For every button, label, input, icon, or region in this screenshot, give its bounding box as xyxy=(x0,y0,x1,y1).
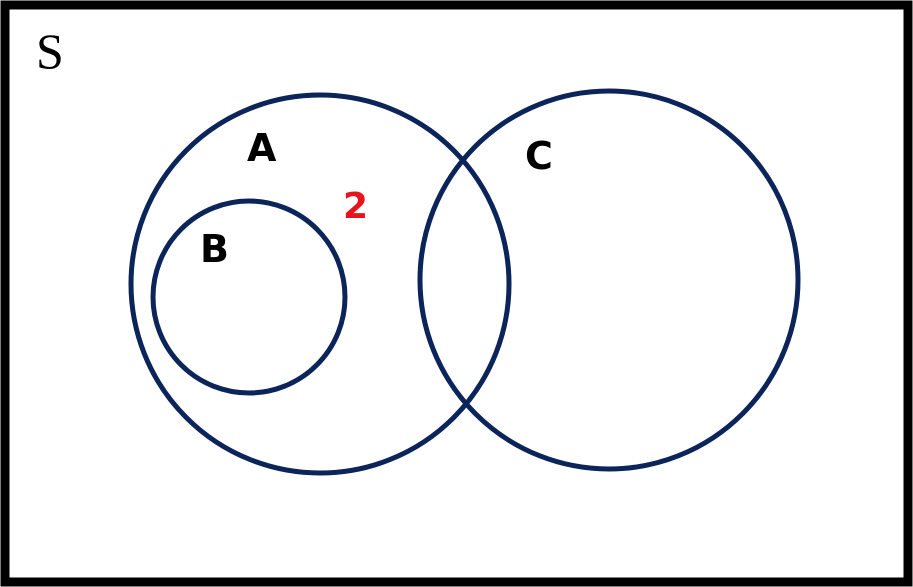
set-c-circle xyxy=(417,88,801,472)
set-a-circle xyxy=(128,92,512,476)
universe-label: S xyxy=(36,23,64,79)
region-a-only-value: 2 xyxy=(343,186,368,227)
set-b-label: B xyxy=(200,227,229,271)
set-b-circle xyxy=(150,198,348,396)
set-a-label: A xyxy=(247,126,277,170)
set-c-label: C xyxy=(525,134,553,178)
